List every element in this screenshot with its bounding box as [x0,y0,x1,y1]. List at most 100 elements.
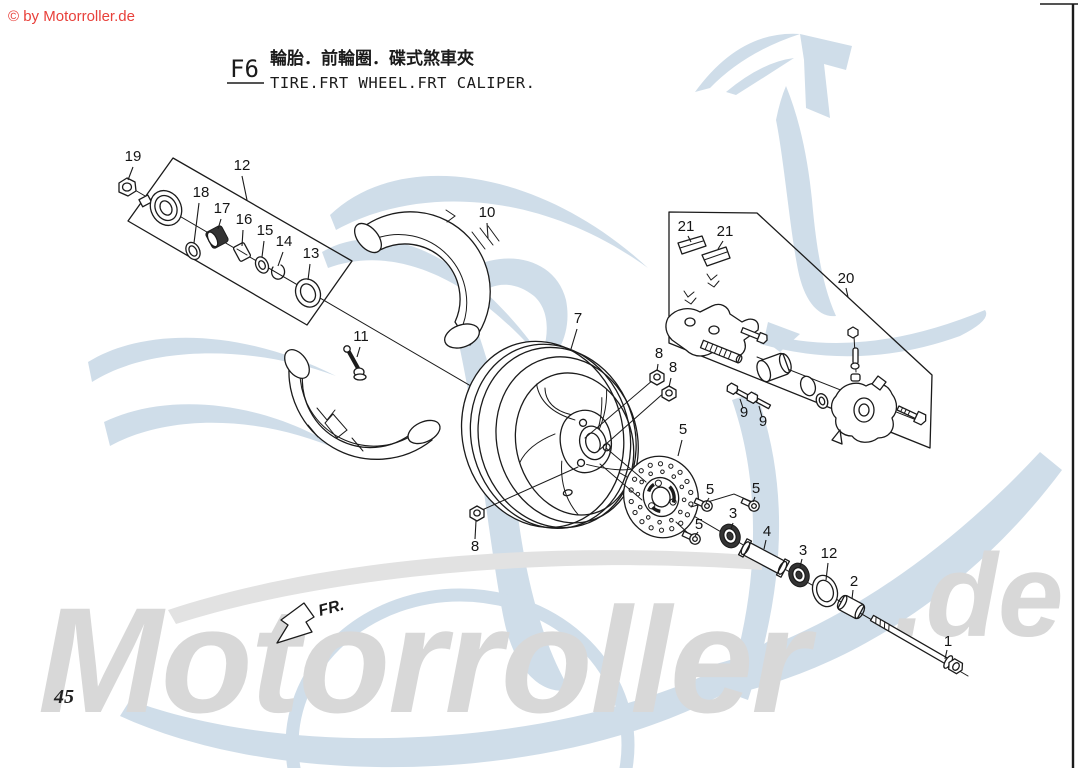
pad-springs [683,273,720,305]
page-border [1040,3,1078,768]
part-13-seal [294,278,322,308]
part-11-valve [343,345,367,381]
leader-line-21 [717,240,724,250]
part-label-18: 18 [193,184,210,201]
part-label-20: 20 [838,270,855,287]
part-label-3: 3 [729,505,737,522]
leader-line-14 [277,251,284,267]
disc-hole [654,479,662,487]
part-label-1: 1 [944,633,952,650]
part-label-10: 10 [479,204,496,221]
part-19-nut [118,177,137,197]
part-14-cring [270,264,286,280]
disc-hole [639,519,645,525]
part-label-9: 9 [740,404,748,421]
part-label-3: 3 [799,542,807,559]
title-english: TIRE.FRT WHEEL.FRT CALIPER. [270,74,535,92]
leader-line-8 [474,520,477,540]
direction-arrow: FR. [276,597,346,644]
disc-hole [638,468,644,474]
part-label-5: 5 [679,421,687,438]
dust-cup [815,393,829,409]
part-label-7: 7 [574,310,582,327]
part-15-washer [254,256,270,274]
caliper-body [830,375,898,445]
leader-line-5 [752,496,756,503]
disc-hole [645,515,651,520]
title-block: F6 輪胎．前輪圈．碟式煞車夾 TIRE.FRT WHEEL.FRT CALIP… [227,48,535,92]
disc-hole [684,512,690,518]
page-number: 45 [53,686,74,708]
part-label-19: 19 [125,148,142,165]
part-2-collar [836,594,866,620]
part-4-spacer [737,538,791,578]
part-10-tire-upper [354,209,500,349]
disc-hole [679,484,685,490]
leader-line-2 [851,589,854,600]
disc-hole [688,501,694,507]
part-label-13: 13 [303,245,320,262]
part-8-nut [649,369,665,386]
disc-hole [632,476,638,482]
disc-hole [669,498,677,506]
leader-line-20 [845,287,849,298]
disc-hole [660,469,665,475]
leader-line-1 [944,649,948,660]
disc-hole [637,504,643,510]
section-code: F6 [230,55,259,83]
part-label-14: 14 [276,233,293,250]
disc-hole [628,487,634,493]
piston-seal [799,375,817,397]
part-label-11: 11 [353,328,369,345]
direction-label: FR. [317,597,346,620]
disc-hole [639,479,644,485]
part-3-bearing [719,523,741,549]
gray-swoosh [168,550,762,624]
disc-hole [684,478,690,485]
leader-line-9 [758,405,763,418]
part-5-bolt [681,530,701,545]
leader-line-7 [570,328,578,350]
leader-line-10 [486,222,489,239]
part-label-8: 8 [471,538,479,555]
part-3-bearing [788,562,810,588]
disc-hole [668,463,674,469]
part-8-nut [469,505,485,522]
part-label-17: 17 [214,200,231,217]
part-18-washer [185,241,201,261]
disc-hole [632,509,638,516]
part-label-12: 12 [234,157,251,174]
watermark-bird-small [695,33,987,357]
leader-line-15 [261,240,265,258]
part-21-brake-pad [677,235,707,255]
part-speedo-drive [138,189,183,227]
disc-hole [681,497,687,503]
leader-line-5 [694,531,699,537]
leader-line-12 [825,562,829,581]
disc-hole [678,520,684,526]
disc-hole [648,502,656,510]
disc-hole [657,461,664,467]
leader-line-4 [763,539,767,550]
leader-line-9 [739,398,744,409]
leader-line-3 [730,522,734,530]
leader-line-12 [241,175,248,201]
part-8-nut [661,385,677,402]
copyright-notice: © by Motorroller.de [8,8,135,25]
part-label-9: 9 [759,413,767,430]
leader-line-18 [193,202,200,244]
disc-hole [648,471,653,477]
part-label-4: 4 [763,523,771,540]
leader-line-17 [217,218,222,230]
part-17-bushing [205,225,229,249]
bracket-pin-bolt [740,327,768,345]
disc-hole [648,525,654,531]
part-label-5: 5 [752,480,760,497]
caliper-piston [756,352,792,383]
watermark-text: Motorroller .de [38,530,1064,744]
part-16-retainer [233,242,251,262]
part-12-seal-ring [811,574,839,608]
